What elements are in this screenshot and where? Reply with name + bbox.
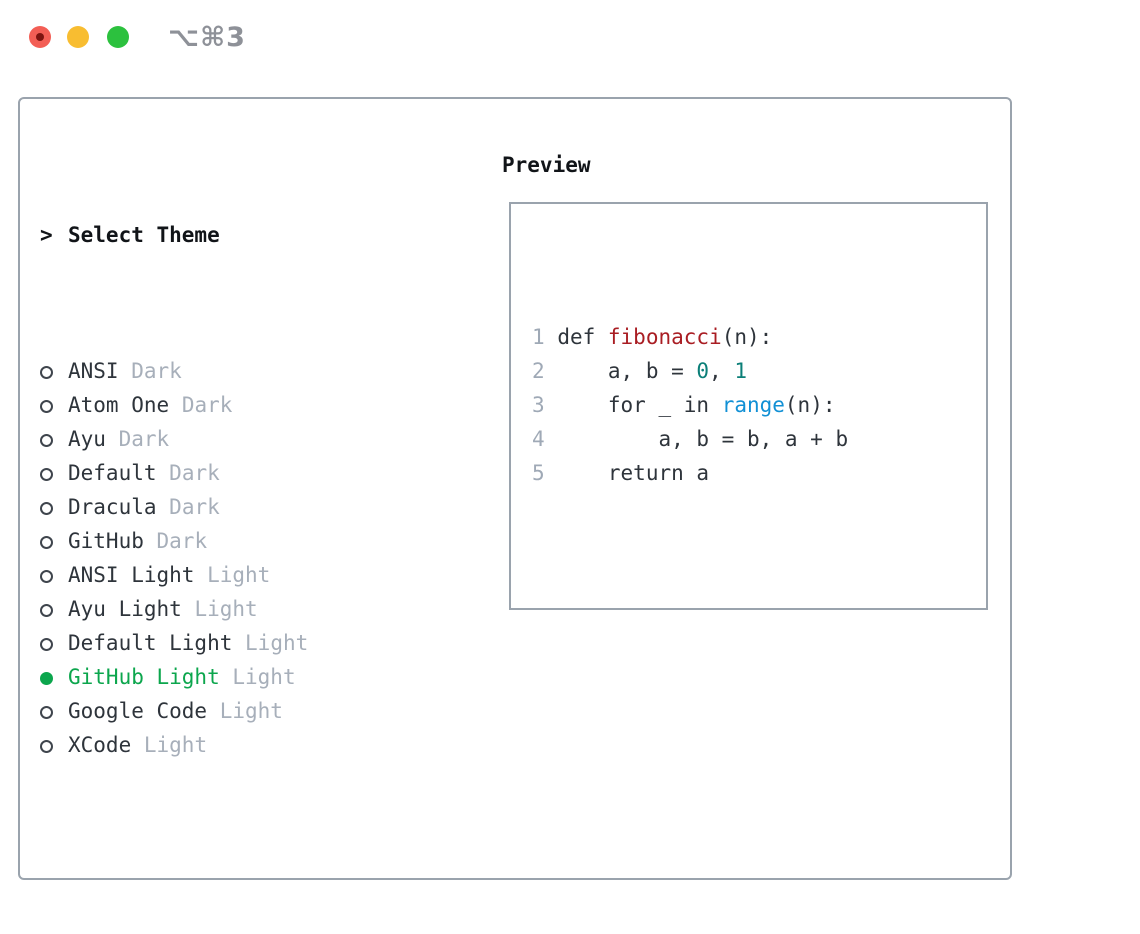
- theme-option[interactable]: GitHub Light Light: [40, 660, 490, 694]
- blank-line: [532, 558, 937, 592]
- line-number: 1: [532, 325, 545, 349]
- theme-variant-tag: Light: [207, 563, 271, 587]
- code-token: 0: [696, 359, 710, 383]
- radio-icon: [40, 672, 53, 685]
- radio-icon: [40, 604, 53, 617]
- minimize-button[interactable]: [67, 26, 89, 48]
- radio-icon: [40, 400, 53, 413]
- radio-icon: [40, 468, 53, 481]
- theme-variant-tag: Light: [245, 631, 309, 655]
- theme-option[interactable]: Default Dark: [40, 456, 490, 490]
- theme-option[interactable]: Default Light Light: [40, 626, 490, 660]
- theme-variant-tag: Dark: [181, 393, 233, 417]
- code-token: (n):: [784, 393, 836, 417]
- theme-name: XCode: [68, 733, 132, 757]
- theme-name: Ayu: [68, 427, 106, 451]
- code-line: 4 a, b = b, a + b: [532, 422, 937, 456]
- code-line: 2 a, b = 0, 1: [532, 354, 937, 388]
- code-token: (n):: [721, 325, 773, 349]
- theme-variant-tag: Light: [194, 597, 258, 621]
- theme-name: Default Light: [68, 631, 233, 655]
- code-token: a, b = b, a + b: [557, 427, 849, 451]
- theme-name: Atom One: [68, 393, 170, 417]
- code-line: 1 def fibonacci(n):: [532, 320, 937, 354]
- theme-variant-tag: Light: [143, 733, 208, 757]
- radio-icon: [40, 366, 53, 379]
- line-number: 2: [532, 359, 545, 383]
- code-token: def: [557, 325, 608, 349]
- titlebar: ⌥⌘3: [0, 0, 1140, 72]
- theme-option[interactable]: GitHub Dark: [40, 524, 490, 558]
- code-token: fibonacci: [607, 325, 722, 349]
- code-token: return a: [557, 461, 710, 485]
- theme-option[interactable]: XCode Light: [40, 728, 490, 762]
- code-token: ,: [709, 359, 735, 383]
- window-shortcut-label: ⌥⌘3: [168, 22, 246, 53]
- theme-variant-tag: Dark: [131, 359, 182, 383]
- theme-name: GitHub: [68, 529, 144, 553]
- close-button[interactable]: [29, 26, 51, 48]
- theme-variant-tag: Light: [232, 665, 296, 689]
- theme-variant-tag: Light: [219, 699, 283, 723]
- radio-icon: [40, 706, 53, 719]
- theme-name: ANSI: [68, 359, 119, 383]
- code-token: for _ in: [557, 393, 722, 417]
- theme-option[interactable]: Ayu Dark: [40, 422, 490, 456]
- line-number: 3: [532, 393, 545, 417]
- theme-option[interactable]: Dracula Dark: [40, 490, 490, 524]
- theme-variant-tag: Dark: [156, 529, 208, 553]
- radio-icon: [40, 536, 53, 549]
- list-title: Select Theme: [68, 223, 220, 247]
- close-dot-icon: [36, 33, 44, 41]
- theme-variant-tag: Dark: [118, 427, 170, 451]
- theme-option[interactable]: ANSI Light Light: [40, 558, 490, 592]
- theme-name: ANSI Light: [68, 563, 195, 587]
- theme-variant-tag: Dark: [169, 461, 220, 485]
- theme-option[interactable]: Google Code Light: [40, 694, 490, 728]
- maximize-button[interactable]: [107, 26, 129, 48]
- radio-icon: [40, 434, 53, 447]
- cursor-icon: >: [40, 223, 53, 247]
- code-token: a, b =: [557, 359, 697, 383]
- theme-option[interactable]: Atom One Dark: [40, 388, 490, 422]
- code-token: 1: [734, 359, 747, 383]
- theme-variant-tag: Dark: [169, 495, 220, 519]
- radio-icon: [40, 740, 53, 753]
- theme-name: GitHub Light: [68, 665, 220, 689]
- theme-name: Google Code: [68, 699, 208, 723]
- radio-icon: [40, 570, 53, 583]
- theme-name: Default: [68, 461, 157, 485]
- radio-icon: [40, 638, 53, 651]
- theme-name: Ayu Light: [68, 597, 182, 621]
- radio-icon: [40, 502, 53, 515]
- select-theme-header: > Select Theme: [40, 218, 490, 252]
- preview-title: Preview: [502, 153, 591, 177]
- code-line: 3 for _ in range(n):: [532, 388, 937, 422]
- spacer: [40, 864, 490, 898]
- code-token: range: [721, 393, 785, 417]
- line-number: 5: [532, 461, 545, 485]
- theme-option[interactable]: ANSI Dark: [40, 354, 490, 388]
- line-number: 4: [532, 427, 545, 451]
- code-line: 5 return a: [532, 456, 937, 490]
- theme-name: Dracula: [68, 495, 157, 519]
- theme-option[interactable]: Ayu Light Light: [40, 592, 490, 626]
